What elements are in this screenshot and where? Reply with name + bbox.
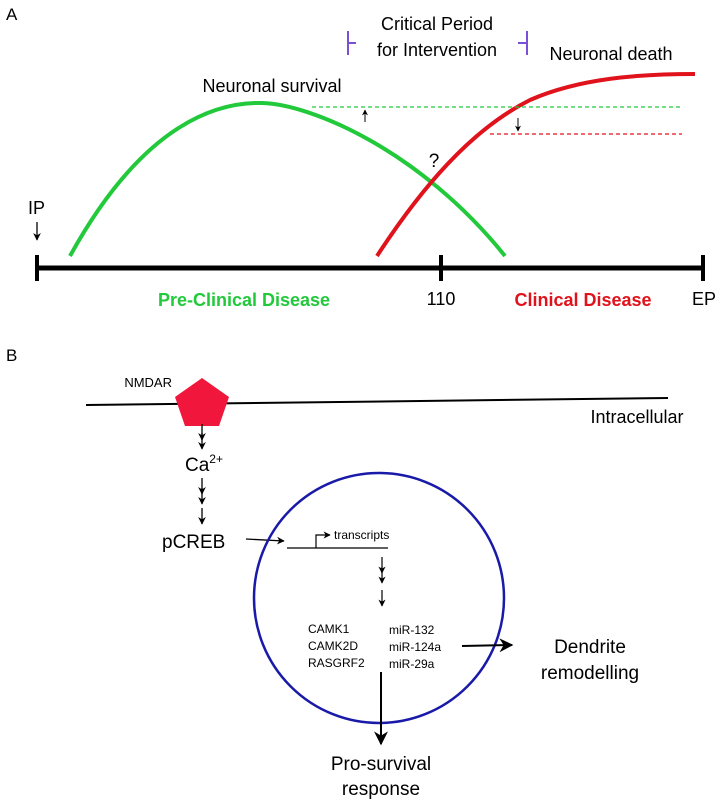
- panel-b: B Intracellular NMDAR Ca2+ pCREB transcr…: [6, 346, 684, 800]
- neuronal-survival-label: Neuronal survival: [202, 76, 341, 96]
- transcription-start-arrow: [315, 531, 331, 548]
- critical-period-label-line1: Critical Period: [381, 14, 493, 34]
- critical-period-bracket: Critical Period for Intervention: [347, 8, 528, 66]
- neuronal-death-label: Neuronal death: [549, 44, 672, 64]
- dendrite-label-line2: remodelling: [541, 663, 639, 684]
- pcreb-to-nucleus-arrow: [245, 536, 285, 545]
- gene-rasgrf2: RASGRF2: [308, 656, 365, 670]
- critical-period-label-line2: for Intervention: [377, 40, 497, 60]
- panel-b-label: B: [6, 346, 17, 365]
- intracellular-label: Intracellular: [590, 407, 683, 427]
- dendrite-label-line1: Dendrite: [554, 637, 626, 658]
- mirna-29a: miR-29a: [389, 657, 435, 671]
- dendrite-remodelling-arrow: [461, 638, 514, 653]
- mirna-132: miR-132: [389, 623, 435, 637]
- timeline-axis: [35, 255, 705, 281]
- ip-label: IP: [28, 198, 45, 218]
- neuronal-death-curve: [375, 72, 696, 258]
- neuronal-survival-curve: [68, 100, 507, 258]
- calcium-label: Ca2+: [185, 452, 223, 476]
- nmdar-label: NMDAR: [124, 375, 172, 390]
- pro-survival-label-line1: Pro-survival: [331, 754, 431, 775]
- gene-camk1: CAMK1: [308, 622, 350, 636]
- mirna-124a: miR-124a: [389, 640, 441, 654]
- intersection-question-mark: ?: [429, 151, 440, 172]
- nmdar-receptor: [175, 378, 229, 426]
- panel-a: A Critical Period for Intervention Neuro…: [6, 5, 716, 310]
- nucleus: [252, 471, 506, 725]
- pro-survival-label-line2: response: [342, 779, 420, 800]
- ep-label: EP: [692, 289, 716, 309]
- cell-membrane: [85, 397, 669, 406]
- pcreb-label: pCREB: [162, 532, 225, 553]
- gene-camk2d: CAMK2D: [308, 639, 358, 653]
- tick-110-label: 110: [427, 289, 456, 309]
- pre-clinical-disease-label: Pre-Clinical Disease: [158, 290, 330, 310]
- panel-a-label: A: [6, 5, 18, 24]
- clinical-disease-label: Clinical Disease: [514, 290, 651, 310]
- transcripts-label: transcripts: [334, 528, 389, 542]
